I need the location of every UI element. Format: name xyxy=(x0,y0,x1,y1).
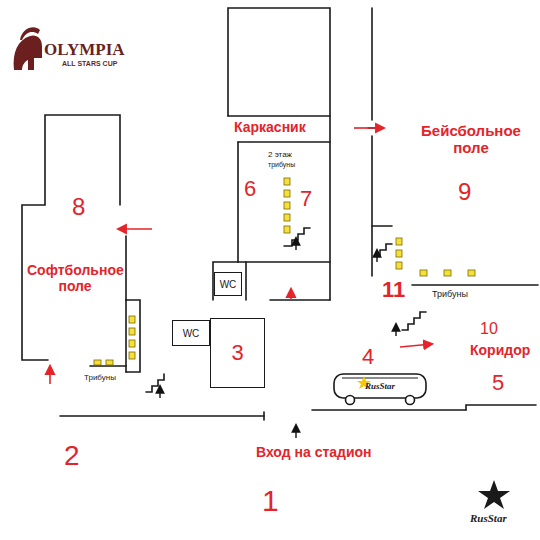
bus-shape: RusStar xyxy=(332,372,428,406)
area-name: Софтбольное поле xyxy=(27,262,123,294)
star-logo xyxy=(478,480,510,509)
node-text: WC xyxy=(183,328,200,339)
sponsor-logo: RusStar xyxy=(470,512,507,525)
logo-title: OLYMPIA xyxy=(44,40,125,60)
helmet-logo xyxy=(14,27,42,70)
node-text: RusStar xyxy=(365,381,395,391)
callout-number: 1 xyxy=(262,484,279,519)
node-text: 3 xyxy=(231,340,243,366)
wc-box: WC xyxy=(172,320,210,346)
wc-box: WC xyxy=(214,272,242,296)
area-name: Каркасник xyxy=(234,119,306,135)
stands-label: Трибуны xyxy=(84,373,116,382)
stands-label: Трибуны xyxy=(432,289,468,299)
callout-number: 5 xyxy=(492,370,504,395)
callout-number: 8 xyxy=(72,193,85,221)
callout-number: 2 xyxy=(64,440,80,472)
logo-subtitle: ALL STARS CUP xyxy=(62,60,117,68)
node-text: WC xyxy=(220,279,237,290)
callout-number: 9 xyxy=(458,178,471,206)
seats xyxy=(94,178,475,365)
building-box: 3 xyxy=(210,318,265,388)
callout-number: 10 xyxy=(480,320,498,338)
sign-text: 2 этаж xyxy=(268,150,292,159)
area-name: Бейсбольное поле xyxy=(412,122,530,157)
entrance-label: Вход на стадион xyxy=(256,444,372,460)
area-name: Коридор xyxy=(470,342,530,358)
callout-number: 11 xyxy=(382,277,405,302)
sign-text: трибуны xyxy=(268,161,295,169)
callout-number: 7 xyxy=(300,186,312,211)
callout-number: 4 xyxy=(362,344,374,369)
callout-number: 6 xyxy=(244,176,256,201)
